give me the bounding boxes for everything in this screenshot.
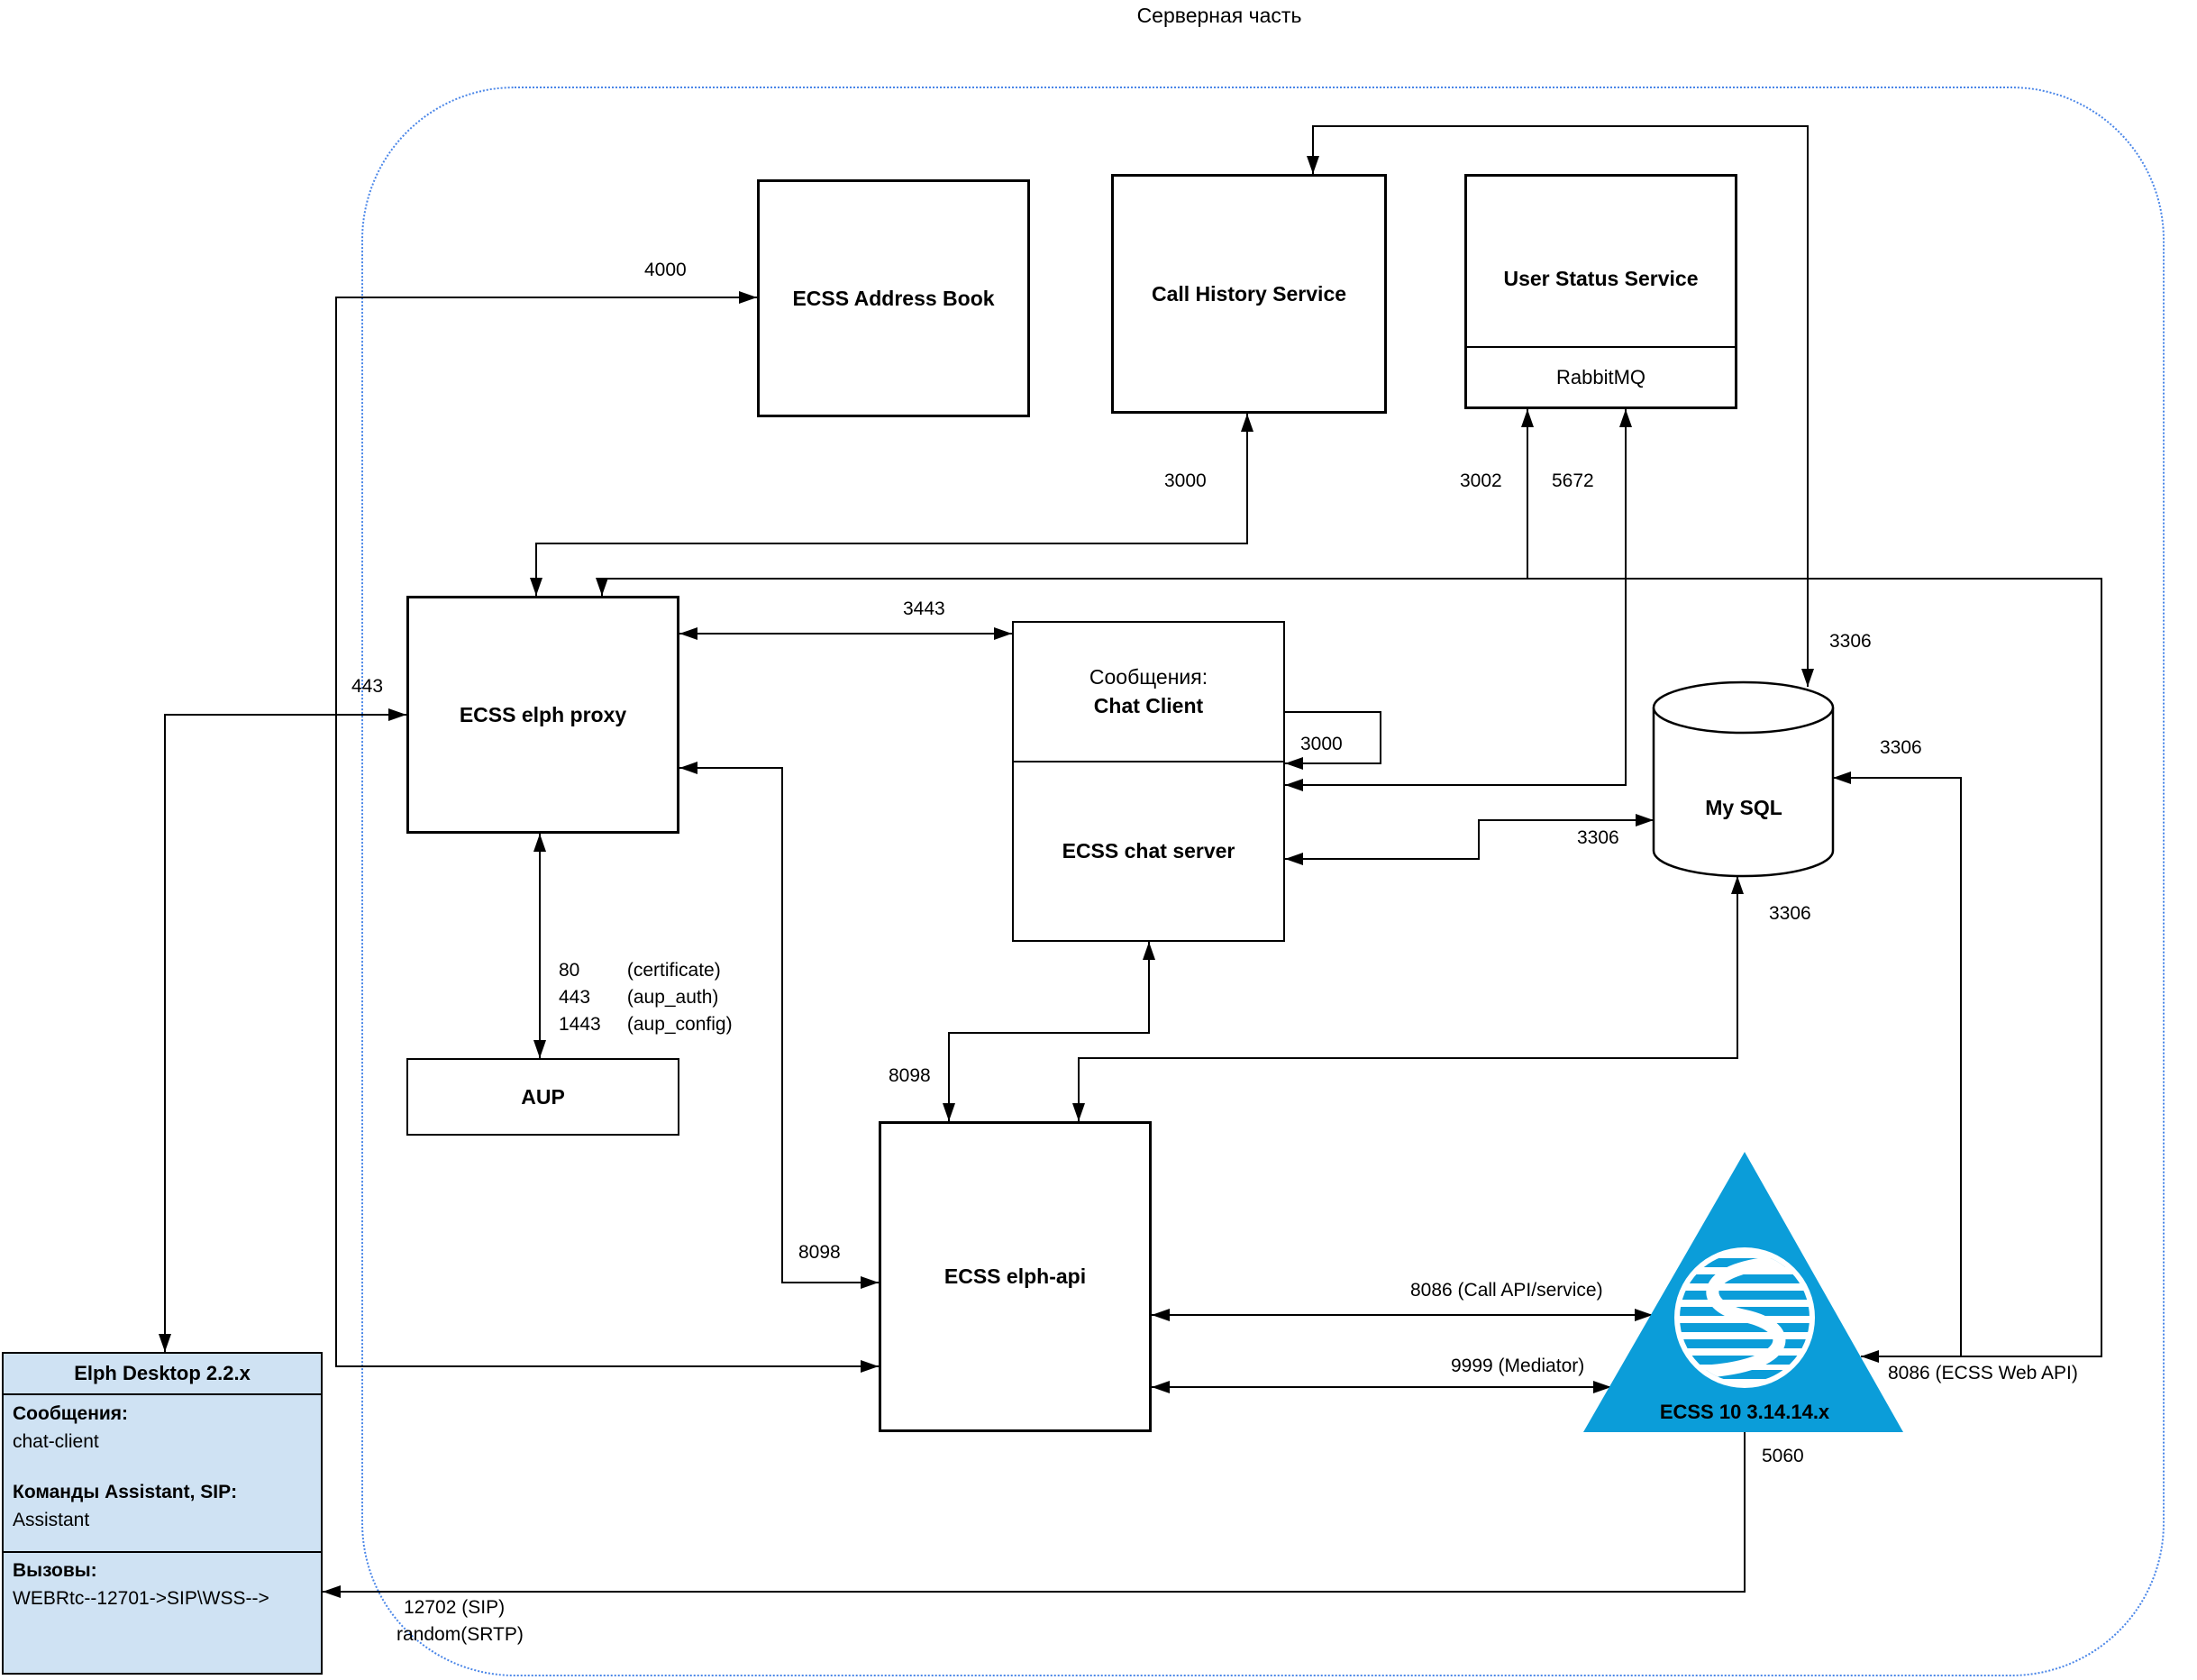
- port-label-12702-sip: 12702 (SIP): [404, 1597, 506, 1618]
- edge-5672-chat-rabbitmq: [1285, 409, 1632, 791]
- port-label-443: 443: [351, 676, 384, 697]
- node-elph-api-label: ECSS elph-api: [944, 1265, 1087, 1288]
- port-label-4000: 4000: [644, 260, 687, 280]
- node-address-book-label: ECSS Address Book: [792, 286, 995, 310]
- node-aup: AUP: [406, 1058, 679, 1136]
- port-label-3306-api: 3306: [1769, 903, 1811, 924]
- node-rabbitmq-label: RabbitMQ: [1555, 365, 1646, 388]
- aup-port-443: 443: [559, 987, 591, 1008]
- desktop-calls-heading: Вызовы:: [13, 1560, 97, 1581]
- node-user-status: User Status Service RabbitMQ: [1464, 174, 1737, 409]
- desktop-commands-value: Assistant: [13, 1510, 90, 1530]
- desktop-divider: [4, 1551, 321, 1553]
- node-user-status-label: User Status Service: [1503, 267, 1699, 290]
- node-chat-client: Сообщения: Chat Client: [1014, 623, 1283, 761]
- node-ecss-core-label: ECSS 10 3.14.14.x: [1659, 1401, 1830, 1423]
- port-label-3000-callhistory: 3000: [1164, 470, 1207, 491]
- desktop-calls-value: WEBRtc--12701->SIP\WSS-->: [13, 1588, 269, 1609]
- node-chat: Сообщения: Chat Client ECSS chat server: [1012, 621, 1285, 942]
- aup-port-row: 80 (certificate): [559, 957, 733, 984]
- edge-3000-proxy-callhistory: [530, 414, 1253, 596]
- port-label-3000-loop: 3000: [1300, 734, 1343, 754]
- port-label-5060: 5060: [1762, 1446, 1804, 1466]
- desktop-title: Elph Desktop 2.2.x: [4, 1354, 321, 1395]
- node-rabbitmq: RabbitMQ: [1467, 346, 1735, 406]
- node-elph-proxy: ECSS elph proxy: [406, 596, 679, 834]
- node-elph-api: ECSS elph-api: [879, 1121, 1152, 1432]
- chat-client-label: Chat Client: [1093, 694, 1204, 717]
- ecss-triangle: [1583, 1152, 1903, 1432]
- node-elph-desktop: Elph Desktop 2.2.x Сообщения: chat-clien…: [2, 1352, 323, 1675]
- desktop-messages-value: chat-client: [13, 1431, 99, 1452]
- page-title: Серверная часть: [1136, 4, 1302, 27]
- node-call-history: Call History Service: [1111, 174, 1387, 414]
- node-chat-server: ECSS chat server: [1014, 761, 1283, 940]
- edge-8086-webapi-proxy-ecss: [596, 578, 2102, 1363]
- port-label-8098-proxy: 8098: [798, 1242, 841, 1263]
- node-aup-label: AUP: [521, 1084, 565, 1109]
- node-address-book: ECSS Address Book: [757, 179, 1030, 417]
- edge-3000-chat-loop: [1285, 711, 1381, 770]
- edge-3306-chat-mysql: [1285, 814, 1654, 865]
- aup-port-443-note: (aup_auth): [626, 987, 719, 1008]
- edge-8098-proxy-elphapi: [679, 762, 879, 1289]
- ecss-logo-s-curve: [1700, 1255, 1787, 1378]
- chat-messages-heading: Сообщения:: [1089, 665, 1208, 689]
- node-elph-proxy-label: ECSS elph proxy: [459, 702, 627, 726]
- aup-port-row: 443 (aup_auth): [559, 984, 733, 1011]
- aup-port-80-note: (certificate): [626, 960, 721, 981]
- port-label-8098-chat: 8098: [889, 1065, 931, 1086]
- edge-443-desktop-proxy: [159, 708, 406, 1352]
- edge-5060-sip-ecss-desktop: [323, 1432, 1746, 1598]
- desktop-commands-heading: Команды Assistant, SIP:: [13, 1482, 238, 1502]
- port-label-3306-chat: 3306: [1577, 827, 1619, 848]
- aup-port-1443-note: (aup_config): [626, 1014, 733, 1035]
- chat-server-label: ECSS chat server: [1062, 839, 1235, 863]
- port-label-5672: 5672: [1552, 470, 1594, 491]
- desktop-messages-heading: Сообщения:: [13, 1403, 129, 1424]
- mysql-cylinder: [1652, 680, 1835, 878]
- node-call-history-label: Call History Service: [1151, 281, 1347, 306]
- edge-8098-chat-elphapi: [943, 942, 1155, 1121]
- aup-port-row: 1443 (aup_config): [559, 1011, 733, 1038]
- port-label-8086-call: 8086 (Call API/service): [1410, 1280, 1603, 1301]
- port-label-3002: 3002: [1460, 470, 1502, 491]
- aup-port-list: 80 (certificate) 443 (aup_auth) 1443 (au…: [559, 957, 733, 1038]
- port-label-3443: 3443: [903, 598, 945, 619]
- edge-3306-mysql-callhistory: [1307, 125, 1814, 687]
- aup-port-1443: 1443: [559, 1014, 601, 1035]
- port-label-3306-top: 3306: [1829, 631, 1872, 652]
- edge-3306-mysql-right: [1833, 772, 1962, 1356]
- port-label-3306-right: 3306: [1880, 737, 1922, 758]
- node-mysql-label: My SQL: [1705, 796, 1782, 819]
- port-label-9999-mediator: 9999 (Mediator): [1451, 1356, 1585, 1376]
- port-label-8086-web: 8086 (ECSS Web API): [1888, 1363, 2078, 1383]
- port-label-random-srtp: random(SRTP): [397, 1624, 524, 1645]
- aup-port-80: 80: [559, 960, 580, 981]
